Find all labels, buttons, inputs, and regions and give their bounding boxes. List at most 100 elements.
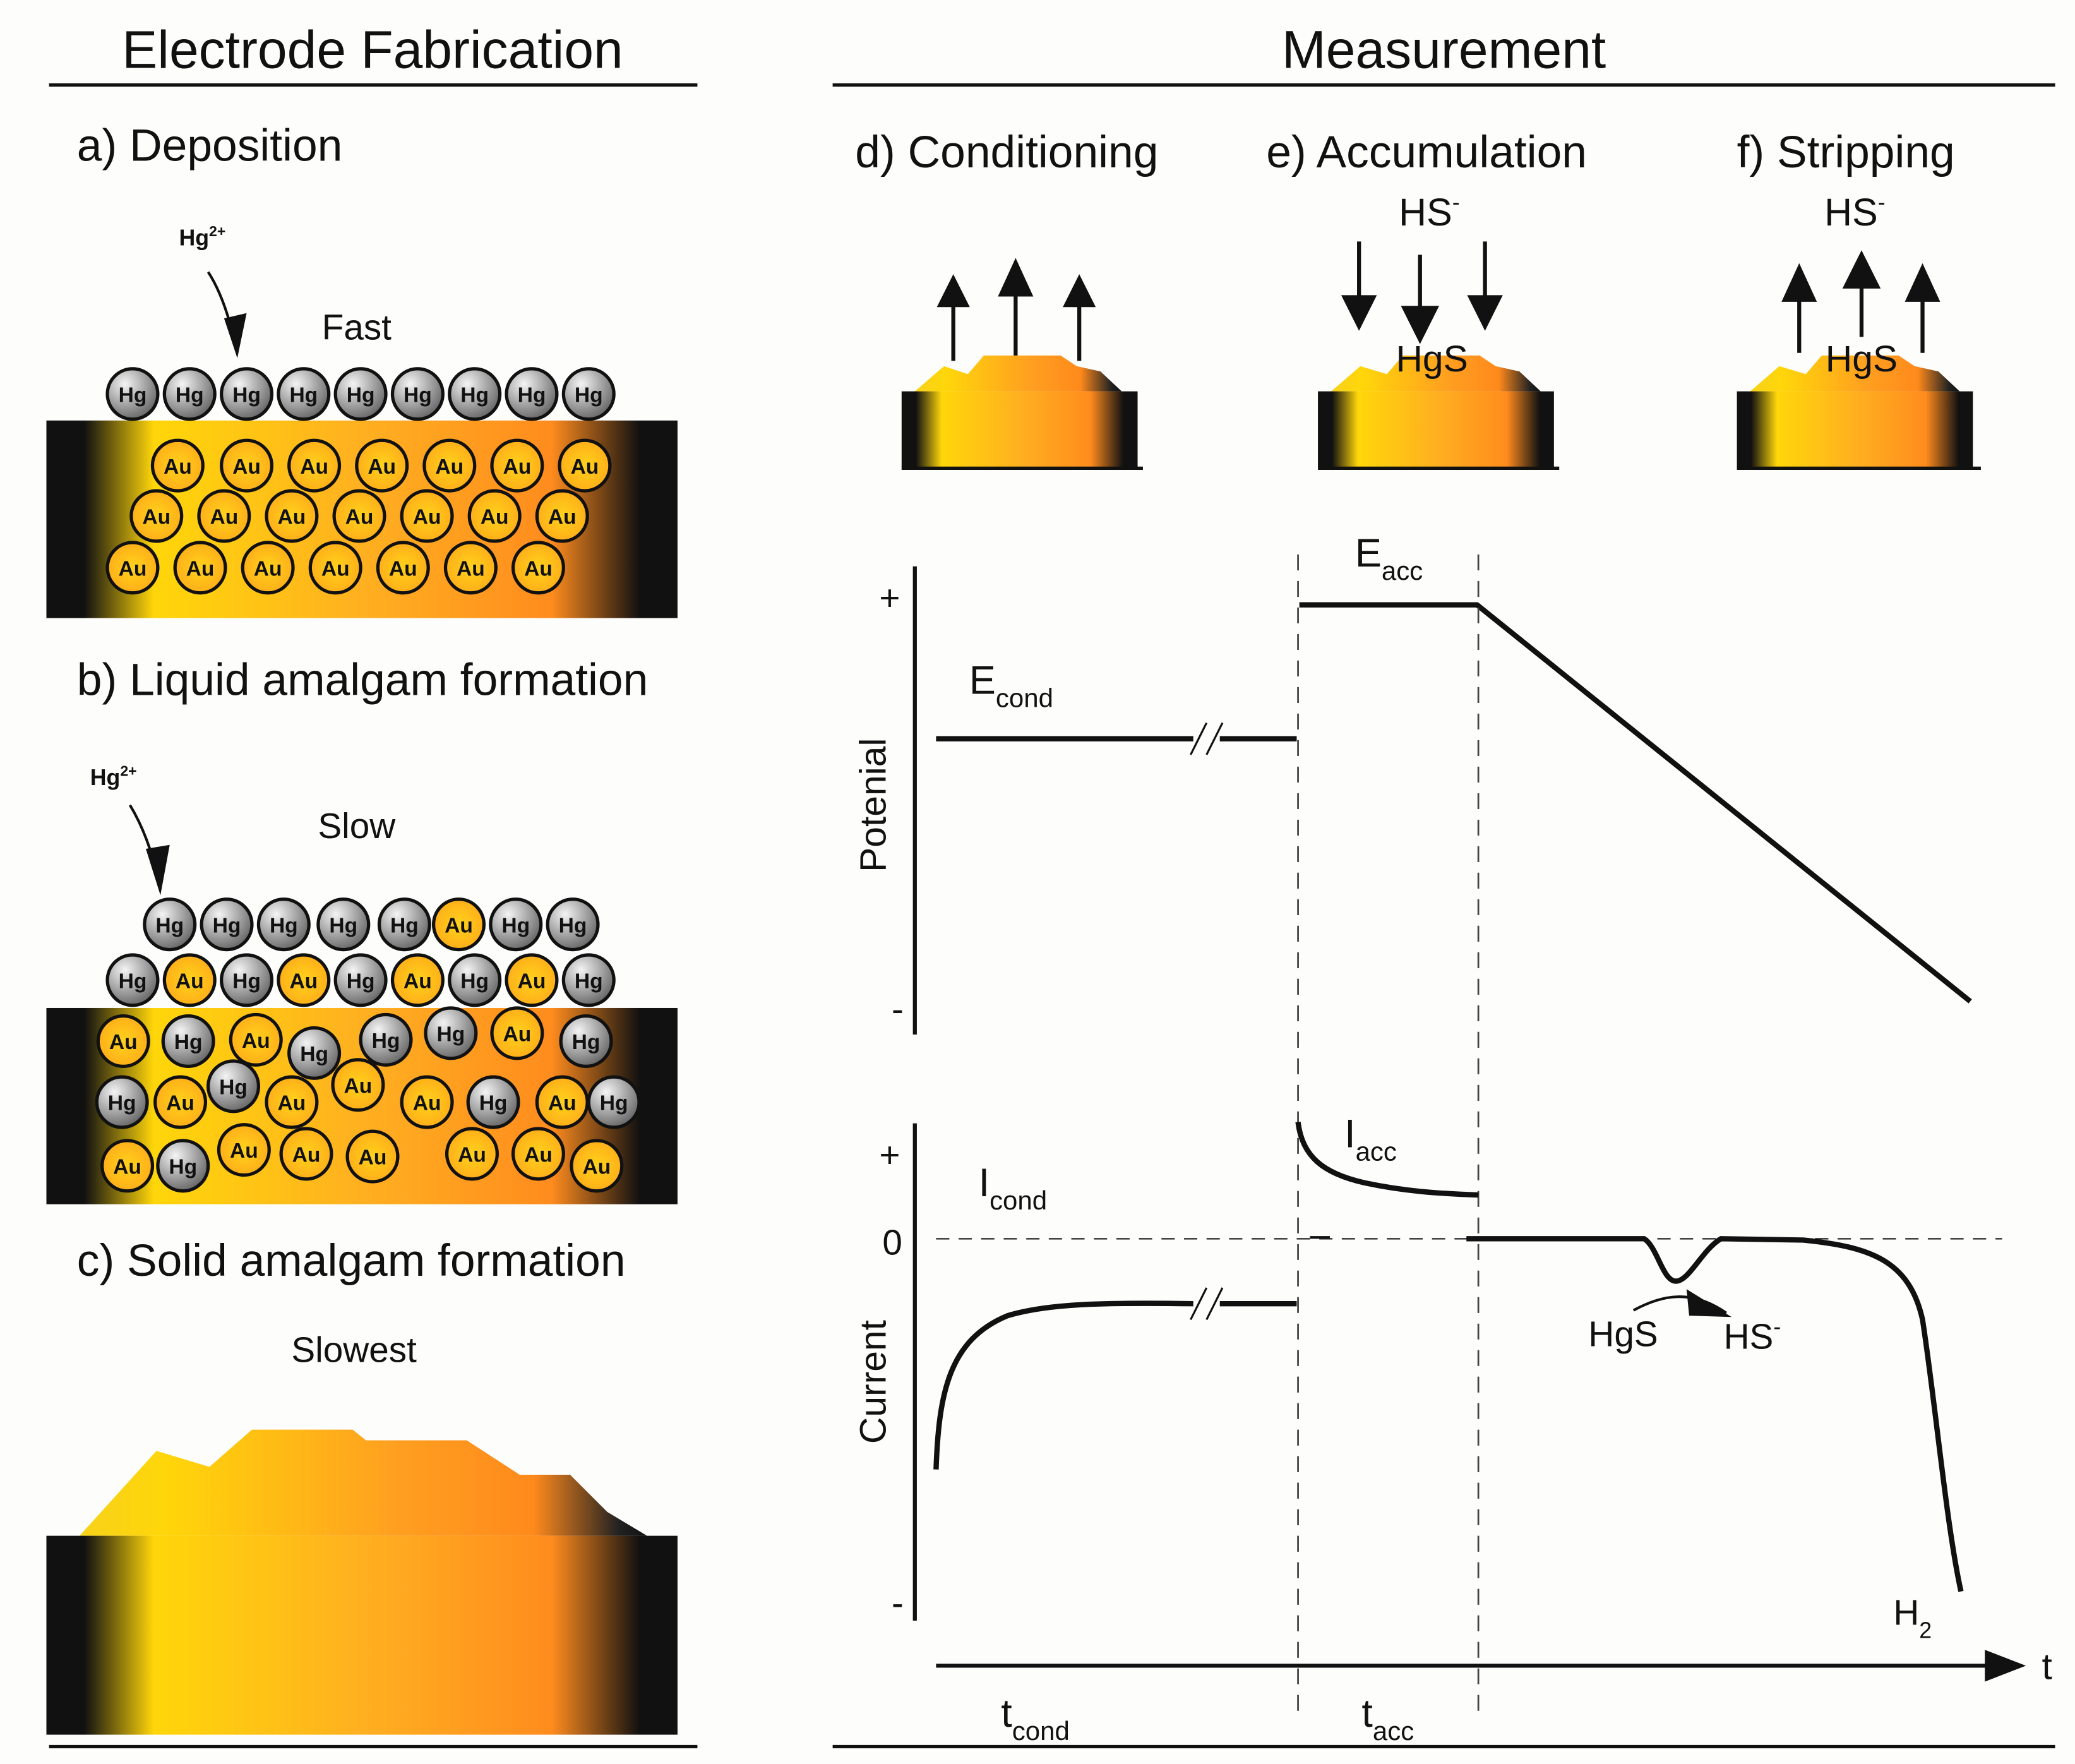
au-atom: Au — [355, 438, 409, 493]
hg-atom: Hg — [359, 1012, 413, 1067]
au-atom-label: Au — [524, 1144, 553, 1167]
label-a-deposition: a) Deposition — [77, 120, 343, 171]
au-atom: Au — [490, 1006, 544, 1060]
au-atom-label: Au — [119, 557, 147, 580]
au-atom-label: Au — [210, 506, 238, 529]
au-atom-label: Au — [503, 455, 531, 479]
hg-atom: Hg — [220, 953, 274, 1007]
au-atom: Au — [535, 1075, 589, 1129]
au-atom: Au — [443, 541, 498, 595]
hg-ion-a: Hg2+ — [179, 223, 225, 251]
au-atom: Au — [431, 897, 486, 952]
speed-fast: Fast — [322, 308, 392, 348]
au-atom-label: Au — [524, 557, 553, 580]
current-minus: - — [892, 1584, 904, 1624]
au-atom-label: Au — [389, 557, 417, 580]
au-atom-label: Au — [321, 557, 350, 580]
i-acc-curve — [1295, 1122, 1479, 1198]
au-atom: Au — [308, 541, 362, 595]
au-atom: Au — [105, 541, 160, 595]
au-atom: Au — [220, 438, 274, 493]
hg-atom: Hg — [333, 367, 388, 421]
hg-atom: Hg — [466, 1075, 520, 1129]
au-atom: Au — [241, 541, 295, 595]
hg-atom-label: Hg — [390, 914, 419, 937]
au-atom-label: Au — [109, 1031, 138, 1054]
au-atom: Au — [400, 489, 454, 543]
au-atom: Au — [265, 1075, 319, 1129]
electrode-c — [46, 1535, 678, 1735]
i-cond-curve — [933, 1300, 1297, 1470]
stripping-up-arrows — [1781, 250, 1940, 353]
h2-label: H2 — [1893, 1593, 1932, 1643]
hg-atom: Hg — [220, 367, 274, 421]
potential-ylabel: Potenial — [853, 738, 894, 872]
au-atom: Au — [265, 489, 319, 543]
hg-atom: Hg — [587, 1075, 641, 1129]
hg-atom-label: Hg — [460, 969, 489, 993]
time-axis-label: t — [2042, 1646, 2052, 1687]
mini-electrode-f — [1737, 355, 1981, 471]
au-atom: Au — [100, 1139, 155, 1193]
au-atom-label: Au — [289, 969, 318, 993]
au-atom-label: Au — [518, 969, 546, 993]
hg-atom: Hg — [424, 1006, 478, 1060]
au-atom-label: Au — [481, 506, 509, 529]
hg-atom: Hg — [390, 367, 445, 421]
hg-atom-label: Hg — [575, 969, 603, 993]
hg-atom-label: Hg — [232, 383, 261, 407]
current-plus: + — [879, 1136, 900, 1175]
au-atom: Au — [467, 489, 522, 543]
i-acc-label: Iacc — [1344, 1112, 1397, 1166]
mini-electrode-e — [1318, 355, 1560, 471]
mini-electrode-d — [901, 355, 1143, 471]
hg-atom: Hg — [377, 897, 431, 952]
potential-plus: + — [879, 579, 900, 618]
e-acc-label: Eacc — [1355, 531, 1423, 585]
au-atom-label: Au — [582, 1155, 611, 1179]
label-e-accumulation: e) Accumulation — [1266, 127, 1587, 177]
au-atom: Au — [445, 1127, 499, 1181]
hg-atom-label: Hg — [347, 383, 375, 407]
au-atom: Au — [535, 489, 589, 543]
au-atom-label: Au — [142, 506, 170, 529]
hg-atom: Hg — [316, 897, 371, 952]
conditioning-up-arrows — [936, 258, 1096, 361]
hg-atom-label: Hg — [169, 1155, 197, 1179]
au-atom-label: Au — [368, 455, 396, 479]
t-acc-label: tacc — [1361, 1691, 1414, 1746]
au-atom-label: Au — [230, 1139, 258, 1163]
hg-atom: Hg — [105, 367, 160, 421]
au-atom-label: Au — [458, 1144, 486, 1167]
hg-atom-label: Hg — [213, 914, 241, 937]
hgs-e: HgS — [1396, 339, 1468, 380]
au-atom-label: Au — [571, 455, 599, 479]
au-atom-label: Au — [404, 969, 432, 993]
hg-atom-label: Hg — [572, 1031, 601, 1054]
hg-atom: Hg — [489, 897, 543, 952]
hg-atom-label: Hg — [372, 1029, 400, 1053]
label-f-stripping: f) Stripping — [1737, 127, 1955, 177]
hgs-f: HgS — [1826, 339, 1898, 380]
au-atom: Au — [287, 438, 342, 493]
au-atom: Au — [505, 953, 559, 1007]
right-panel-title: Measurement — [1282, 20, 1606, 79]
speed-slow: Slow — [318, 807, 396, 846]
hg-atom: Hg — [161, 1014, 215, 1068]
au-atom: Au — [162, 953, 217, 1007]
label-b-liquid-amalgam: b) Liquid amalgam formation — [77, 654, 649, 705]
hg-atom: Hg — [162, 367, 217, 421]
hg-atom: Hg — [200, 897, 254, 952]
au-atom: Au — [229, 1012, 283, 1067]
au-atom-label: Au — [344, 1074, 373, 1098]
hg-atom-label: Hg — [404, 383, 432, 407]
au-atom: Au — [558, 438, 612, 493]
au-atom: Au — [197, 489, 251, 543]
left-panel-title: Electrode Fabrication — [122, 20, 623, 79]
au-atom: Au — [150, 438, 205, 493]
stripping-ramp — [1475, 603, 1972, 1004]
hg-atom-label: Hg — [174, 1031, 203, 1054]
hg-atom: Hg — [561, 367, 616, 421]
axis-break-current — [1190, 1287, 1224, 1321]
